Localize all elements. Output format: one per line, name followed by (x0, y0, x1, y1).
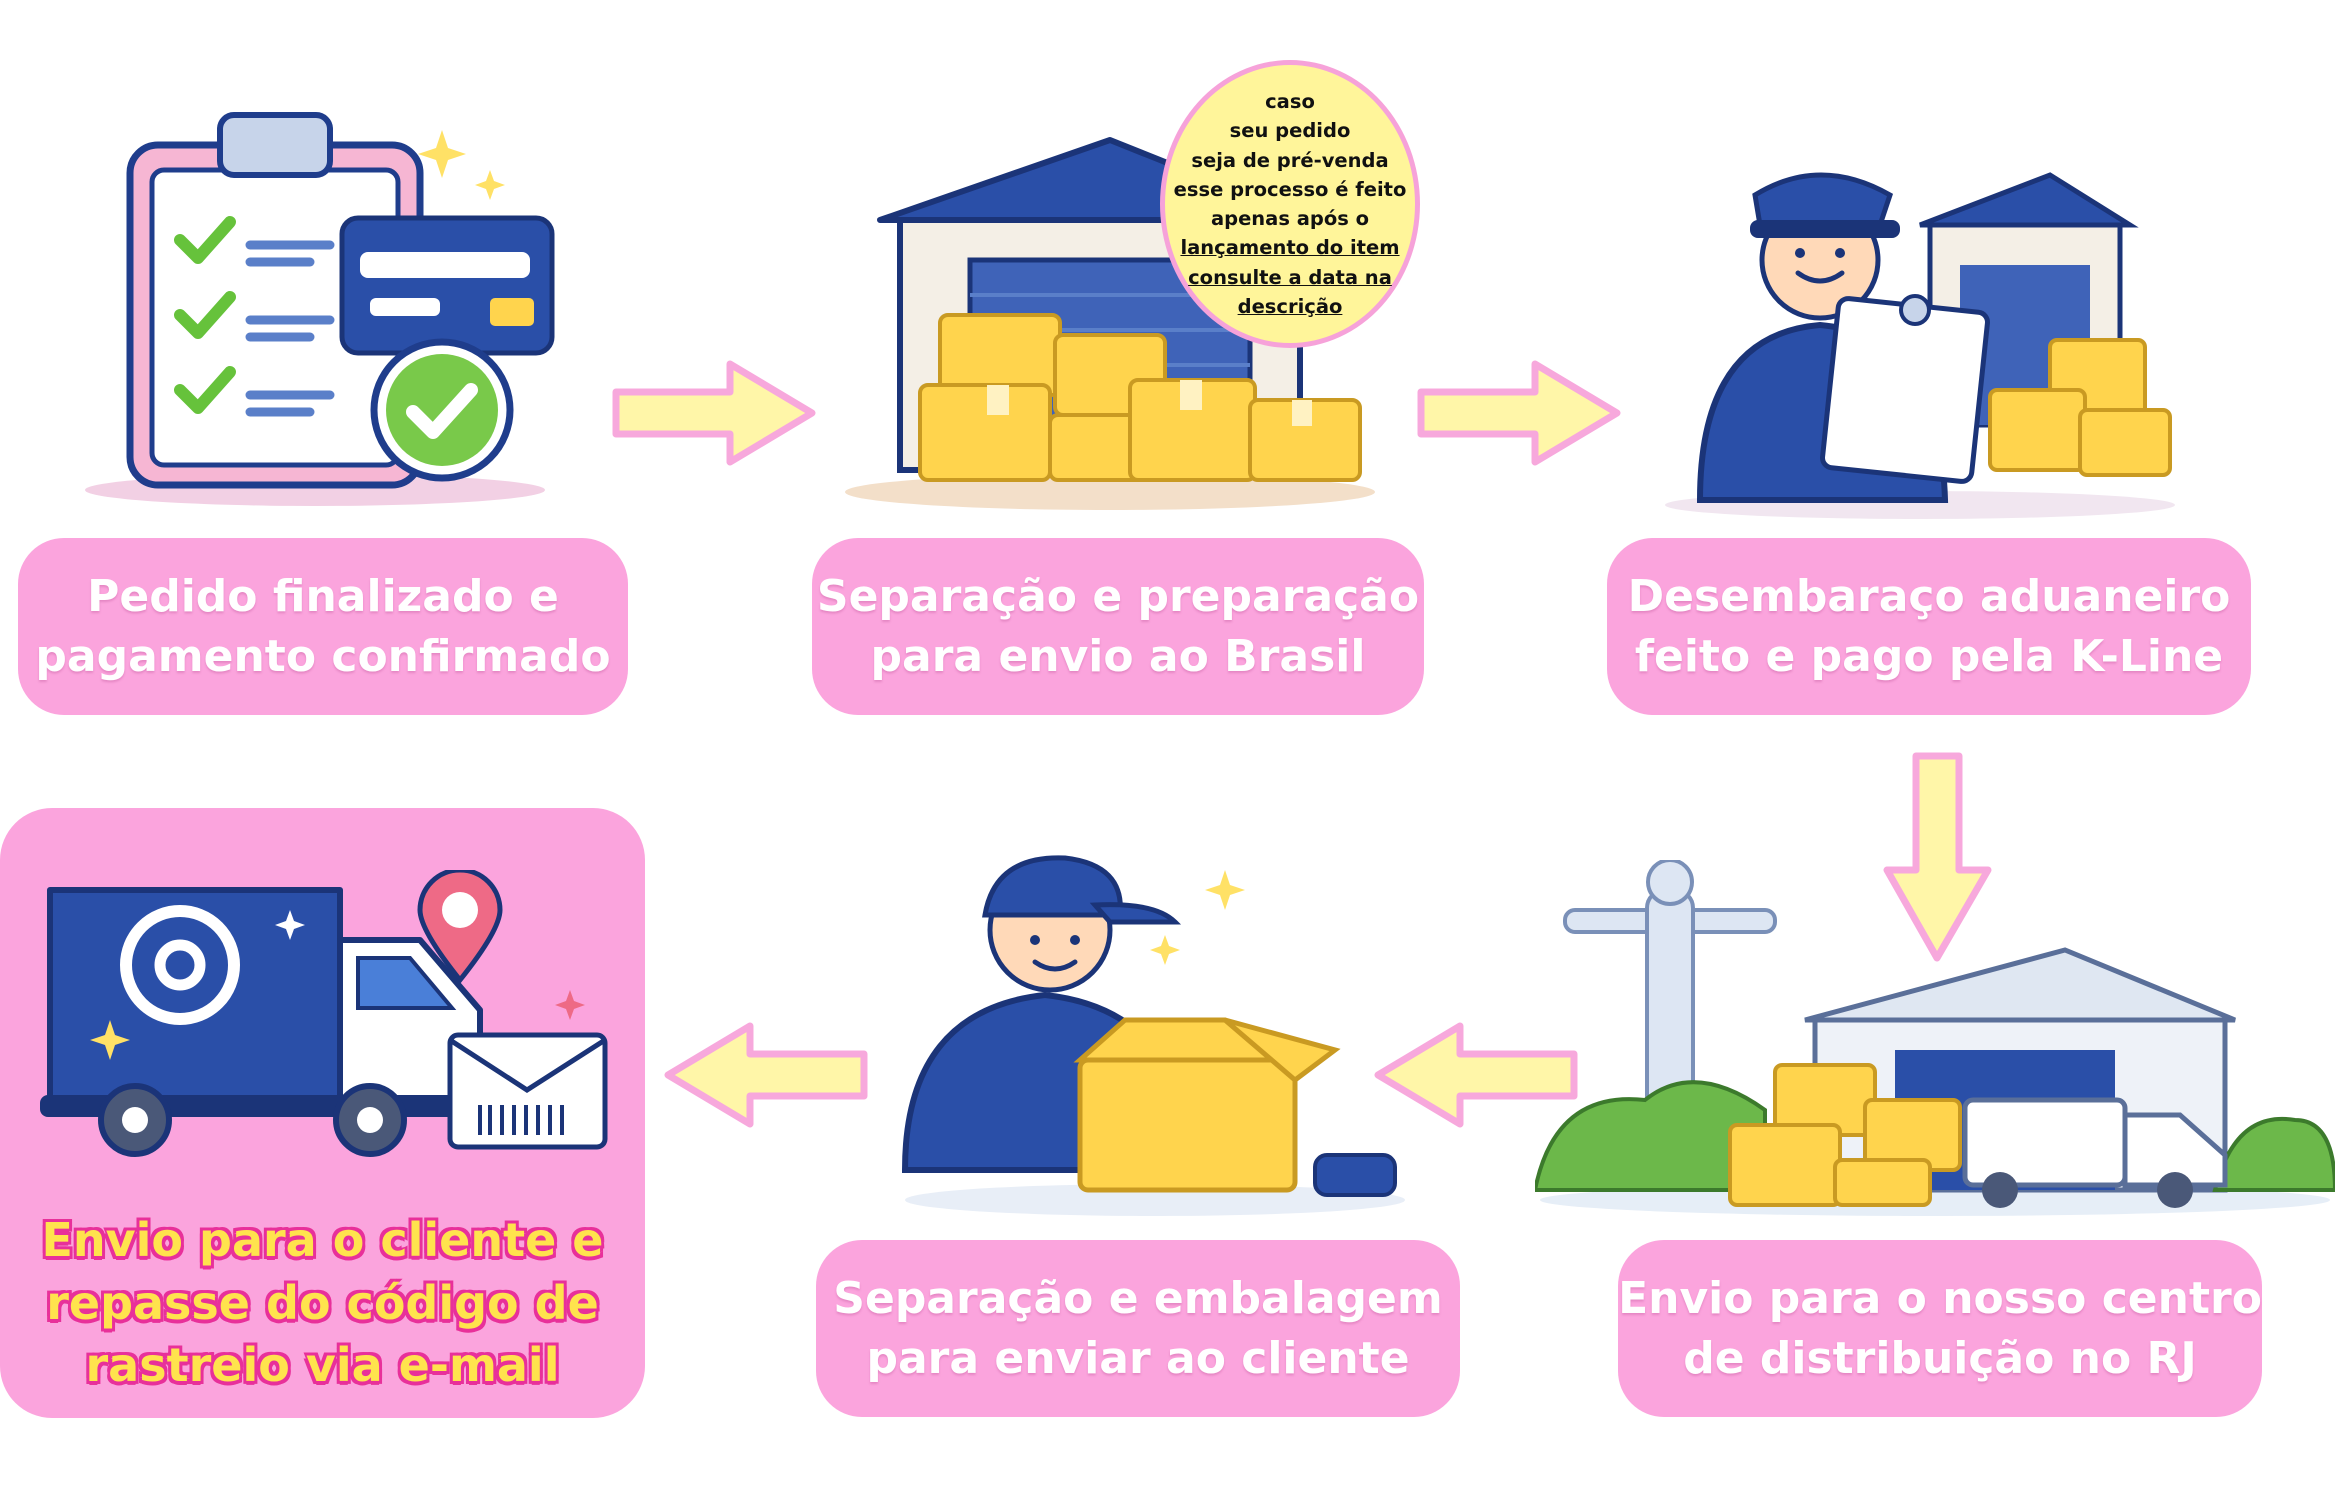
step-6-label: Envio para o cliente e repasse do código… (0, 1188, 645, 1418)
arrow-step1-to-step2 (612, 360, 816, 466)
step-3-line: feito e pago pela K-Line (1634, 630, 2224, 682)
pre-order-note-bubble: caso seu pedido seja de pré-venda esse p… (1160, 60, 1420, 348)
note-line: consulte a data na (1188, 265, 1392, 289)
note-line: seu pedido (1229, 119, 1351, 143)
arrow-step2-to-step3 (1417, 360, 1621, 466)
step-3-line: Desembaraço aduaneiro (1627, 570, 2231, 622)
step-1-label: Pedido finalizado e pagamento confirmado (18, 538, 628, 715)
step-2-line: Separação e preparação (816, 570, 1420, 622)
step-5-line: Separação e embalagem (833, 1272, 1443, 1324)
step-6-line: repasse do código de (46, 1275, 599, 1330)
envelope-barcode-icon (447, 1032, 608, 1150)
step-4-label: Envio para o nosso centro de distribuiçã… (1618, 1240, 2262, 1417)
note-line: descrição (1237, 294, 1343, 318)
step-2-label: Separação e preparação para envio ao Bra… (812, 538, 1424, 715)
arrow-step4-to-step5 (1374, 1022, 1578, 1128)
arrow-step3-to-step4 (1883, 752, 1992, 962)
customs-officer-icon (1665, 172, 2175, 519)
check-badge-icon (370, 338, 514, 482)
note-line: caso (1265, 90, 1315, 113)
delivery-truck-icon (40, 870, 608, 1157)
email-icon (120, 905, 240, 1025)
box-icon (918, 313, 1362, 482)
step-1-line: pagamento confirmado (35, 630, 611, 682)
packer-icon (901, 855, 1405, 1216)
credit-card-icon (339, 215, 555, 356)
note-line: lançamento do item (1180, 236, 1400, 260)
distribution-center-icon (1535, 860, 2335, 1216)
step-6-line: rastreio via e-mail (85, 1338, 560, 1393)
clipboard-icon (85, 112, 555, 506)
arrow-step5-to-step6 (664, 1022, 868, 1128)
step-2-line: para envio ao Brasil (870, 630, 1366, 682)
check-icon (174, 216, 236, 414)
box-icon (1073, 1017, 1341, 1193)
note-line: seja de pré-venda (1191, 148, 1389, 172)
note-line: esse processo é feito (1173, 177, 1407, 201)
step-6-line: Envio para o cliente e (41, 1213, 604, 1268)
step-1-line: Pedido finalizado e (87, 570, 559, 622)
note-line: apenas após o (1210, 207, 1370, 230)
step-4-line: Envio para o nosso centro (1618, 1272, 2262, 1324)
step-3-label: Desembaraço aduaneiro feito e pago pela … (1607, 538, 2251, 715)
step-4-line: de distribuição no RJ (1683, 1332, 2197, 1384)
location-pin-icon (417, 870, 503, 985)
step-5-label: Separação e embalagem para enviar ao cli… (816, 1240, 1460, 1417)
step-5-line: para enviar ao cliente (866, 1332, 1410, 1384)
